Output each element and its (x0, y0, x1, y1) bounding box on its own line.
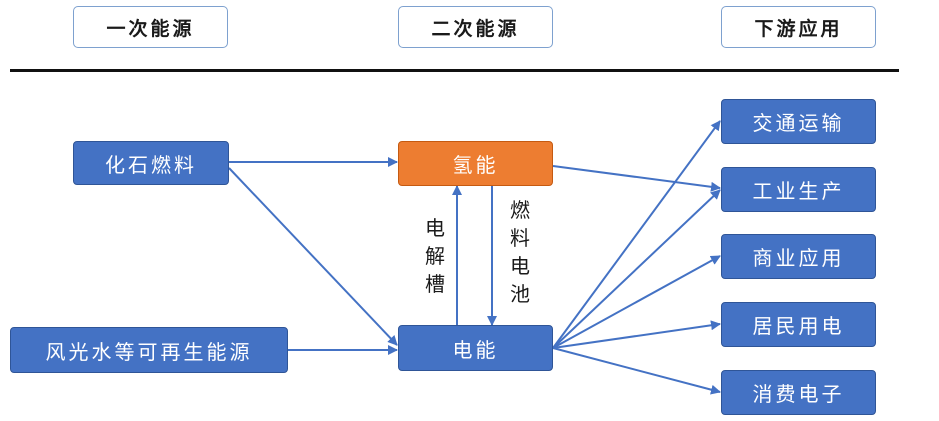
node-electric-energy: 电能 (398, 325, 553, 371)
header-divider (10, 69, 899, 72)
header-downstream-applications: 下游应用 (721, 6, 876, 48)
arrow-electricity-to-commercial (552, 255, 721, 349)
node-app-transport: 交通运输 (721, 99, 876, 144)
node-app-consumer-electronics: 消费电子 (721, 370, 876, 415)
node-app-residential: 居民用电 (721, 302, 876, 347)
arrow-electricity-to-residential (552, 320, 721, 349)
header-primary-energy: 一次能源 (73, 6, 228, 48)
label-fuel-cell: 燃料电池 (510, 198, 530, 306)
header-secondary-energy: 二次能源 (398, 6, 553, 48)
arrow-electricity-to-transport (552, 120, 721, 349)
node-app-industry: 工业生产 (721, 167, 876, 212)
arrow-fossil-to-electricity (228, 167, 398, 346)
node-renewable-energy: 风光水等可再生能源 (10, 327, 288, 373)
node-fossil-fuels: 化石燃料 (73, 141, 229, 185)
arrow-electricity-to-industry (552, 189, 721, 349)
node-hydrogen-energy: 氢能 (398, 141, 553, 186)
arrow-hydrogen-to-industry (552, 165, 721, 192)
label-electrolyzer: 电解槽 (425, 216, 445, 296)
node-app-commercial: 商业应用 (721, 234, 876, 279)
arrow-electricity-to-consumer (552, 347, 721, 395)
